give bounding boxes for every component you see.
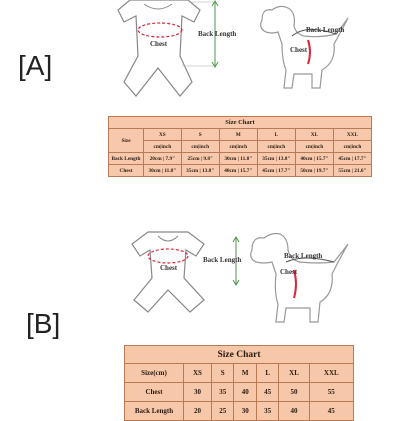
unit-cell: cm|inch	[218, 140, 258, 153]
unit-cell: cm|inch	[294, 140, 334, 153]
size-xxl-header: XXL	[308, 363, 355, 383]
garment-chest-label-b: Chest	[160, 264, 178, 272]
table-cell: 35cm | 13.8"	[180, 164, 220, 177]
table-cell: 35	[210, 382, 235, 402]
size-chart-table-b: Size Chart Size(cm) XS S M L XL XXL Ches…	[124, 345, 355, 421]
table-cell: 50cm | 19.7"	[294, 164, 334, 177]
table-cell: 30	[233, 401, 257, 421]
table-cell: 55cm | 21.6"	[332, 164, 373, 177]
row-label: Chest	[124, 382, 184, 402]
size-xxl-header: XXL	[332, 128, 373, 141]
dog-chest-label: Chest	[290, 46, 308, 54]
table-title: Size Chart	[108, 116, 372, 129]
garment-figure-b: Chest Back Length	[131, 231, 241, 313]
size-s-header: S	[180, 128, 220, 141]
table-header-row: Size(cm) XS S M L XL XXL	[124, 363, 355, 383]
unit-row: cm|inch cm|inch cm|inch cm|inch cm|inch …	[109, 140, 373, 153]
table-cell: 45	[308, 401, 355, 421]
dog-figure-a: Back Length Chest	[260, 5, 349, 89]
size-xl-header: XL	[294, 128, 334, 141]
table-row: Chest 30 35 40 45 50 55	[124, 382, 355, 402]
row-label: Chest	[108, 164, 144, 177]
table-row: Back Length 20cm | 7.9" 25cm | 9.8" 30cm…	[108, 152, 373, 165]
table-row: Back Length 20 25 30 35 40 45	[124, 401, 355, 421]
garment-back-length-label-b: Back Length	[203, 256, 241, 264]
size-m-header: M	[218, 128, 258, 141]
dog-back-length-label-b: Back Length	[284, 252, 322, 260]
table-cell: 55	[308, 382, 355, 402]
table-title: Size Chart	[124, 345, 354, 364]
unit-cell: cm|inch	[143, 140, 182, 153]
unit-cell: cm|inch	[332, 140, 373, 153]
table-cell: 30cm | 11.8"	[143, 164, 182, 177]
row-label: Back Length	[108, 152, 144, 165]
garment-chest-label: Chest	[150, 40, 168, 48]
table-cell: 40cm | 15.7"	[218, 164, 258, 177]
unit-cell: cm|inch	[256, 140, 296, 153]
table-title-row: Size Chart	[124, 345, 354, 364]
size-chart-table-a: Size Chart Size XS S M L XL XXL cm|inch …	[108, 116, 373, 177]
size-xl-header: XL	[278, 363, 310, 383]
unit-cell: cm|inch	[180, 140, 220, 153]
table-cell: 20cm | 7.9"	[143, 152, 182, 165]
row-label: Back Length	[124, 401, 184, 421]
dog-back-length-label: Back Length	[306, 26, 344, 34]
table-cell: 45cm | 17.7"	[332, 152, 373, 165]
size-header-cell: Size	[108, 128, 144, 153]
section-b-label: [B]	[26, 308, 61, 339]
table-cell: 45	[255, 382, 280, 402]
dog-figure-b: Back Length Chest	[250, 232, 349, 323]
size-header-cell: Size(cm)	[124, 363, 184, 383]
size-l-header: L	[255, 363, 280, 383]
table-cell: 50	[278, 382, 310, 402]
size-l-header: L	[256, 128, 296, 141]
table-header-row: Size XS S M L XL XXL	[108, 128, 373, 153]
table-cell: 40	[233, 382, 257, 402]
garment-figure-a: Chest Back Length	[117, 0, 236, 97]
garment-back-length-label: Back Length	[198, 30, 236, 38]
table-cell: 30	[183, 382, 212, 402]
size-m-header: M	[233, 363, 257, 383]
table-cell: 30cm | 11.8"	[218, 152, 258, 165]
table-cell: 45cm | 17.7"	[256, 164, 296, 177]
table-cell: 20	[183, 401, 212, 421]
table-cell: 35	[255, 401, 280, 421]
table-cell: 40cm | 15.7"	[294, 152, 334, 165]
table-cell: 25cm | 9.8"	[180, 152, 220, 165]
size-s-header: S	[210, 363, 235, 383]
table-title-row: Size Chart	[108, 116, 372, 129]
size-xs-header: XS	[143, 128, 182, 141]
table-cell: 40	[278, 401, 310, 421]
table-row: Chest 30cm | 11.8" 35cm | 13.8" 40cm | 1…	[108, 164, 373, 177]
section-a-label: [A]	[18, 50, 53, 81]
dog-chest-label-b: Chest	[280, 268, 298, 276]
size-xs-header: XS	[183, 363, 212, 383]
table-cell: 25	[210, 401, 235, 421]
table-cell: 35cm | 13.8"	[256, 152, 296, 165]
